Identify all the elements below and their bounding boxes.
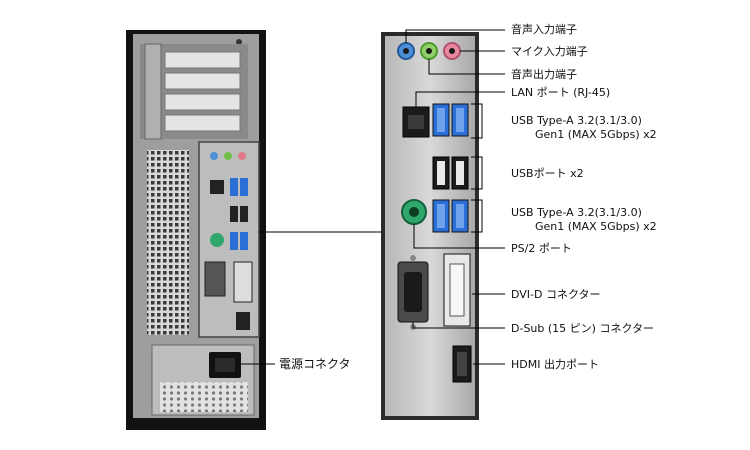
- label-mic-in: マイク入力端子: [511, 45, 588, 58]
- label-dvi: DVI-D コネクター: [511, 288, 601, 301]
- audio-out-port-small: [224, 152, 232, 160]
- usb3-port-small: [240, 178, 248, 196]
- label-lan: LAN ポート (RJ-45): [511, 86, 611, 99]
- lan-port-small: [210, 180, 224, 194]
- label-usb2: USBポート x2: [511, 167, 584, 180]
- ps2-port-small: [210, 233, 224, 247]
- slot-bracket: [144, 43, 162, 140]
- hdmi-port-small: [236, 312, 250, 330]
- label-dsub: D-Sub (15 ピン) コネクター: [511, 322, 655, 335]
- label-ps2: PS/2 ポート: [511, 242, 572, 255]
- side-vent: [147, 150, 189, 335]
- label-usb3-b-line2: Gen1 (MAX 5Gbps) x2: [535, 220, 657, 233]
- callout-lines: [241, 29, 505, 365]
- dsub-port-small: [204, 261, 226, 297]
- pc-rear-view: [126, 30, 266, 430]
- label-audio-in: 音声入力端子: [511, 23, 577, 36]
- label-usb3-b-line1: USB Type-A 3.2(3.1/3.0): [511, 206, 642, 219]
- io-panel-closeup: [381, 32, 479, 420]
- psu-fan-grill: [160, 382, 248, 412]
- mic-port-small: [238, 152, 246, 160]
- usb3-port-small: [240, 232, 248, 250]
- io-panel-small: [198, 141, 260, 338]
- audio-in-port-small: [210, 152, 218, 160]
- screw-icon: [236, 39, 242, 45]
- usb3-port-small: [230, 178, 238, 196]
- dvi-port-small: [233, 261, 253, 303]
- label-power: 電源コネクタ: [279, 357, 351, 371]
- expansion-slot: [164, 114, 241, 132]
- label-audio-out: 音声出力端子: [511, 68, 577, 81]
- expansion-slot: [164, 72, 241, 90]
- label-usb3-a-line1: USB Type-A 3.2(3.1/3.0): [511, 114, 642, 127]
- usb3-port-small: [230, 232, 238, 250]
- usb2-port-small: [240, 206, 248, 222]
- expansion-slot: [164, 93, 241, 111]
- usb2-port-small: [230, 206, 238, 222]
- expansion-slot: [164, 51, 241, 69]
- power-connector-socket: [215, 358, 235, 372]
- label-hdmi: HDMI 出力ポート: [511, 358, 599, 371]
- label-usb3-a-line2: Gen1 (MAX 5Gbps) x2: [535, 128, 657, 141]
